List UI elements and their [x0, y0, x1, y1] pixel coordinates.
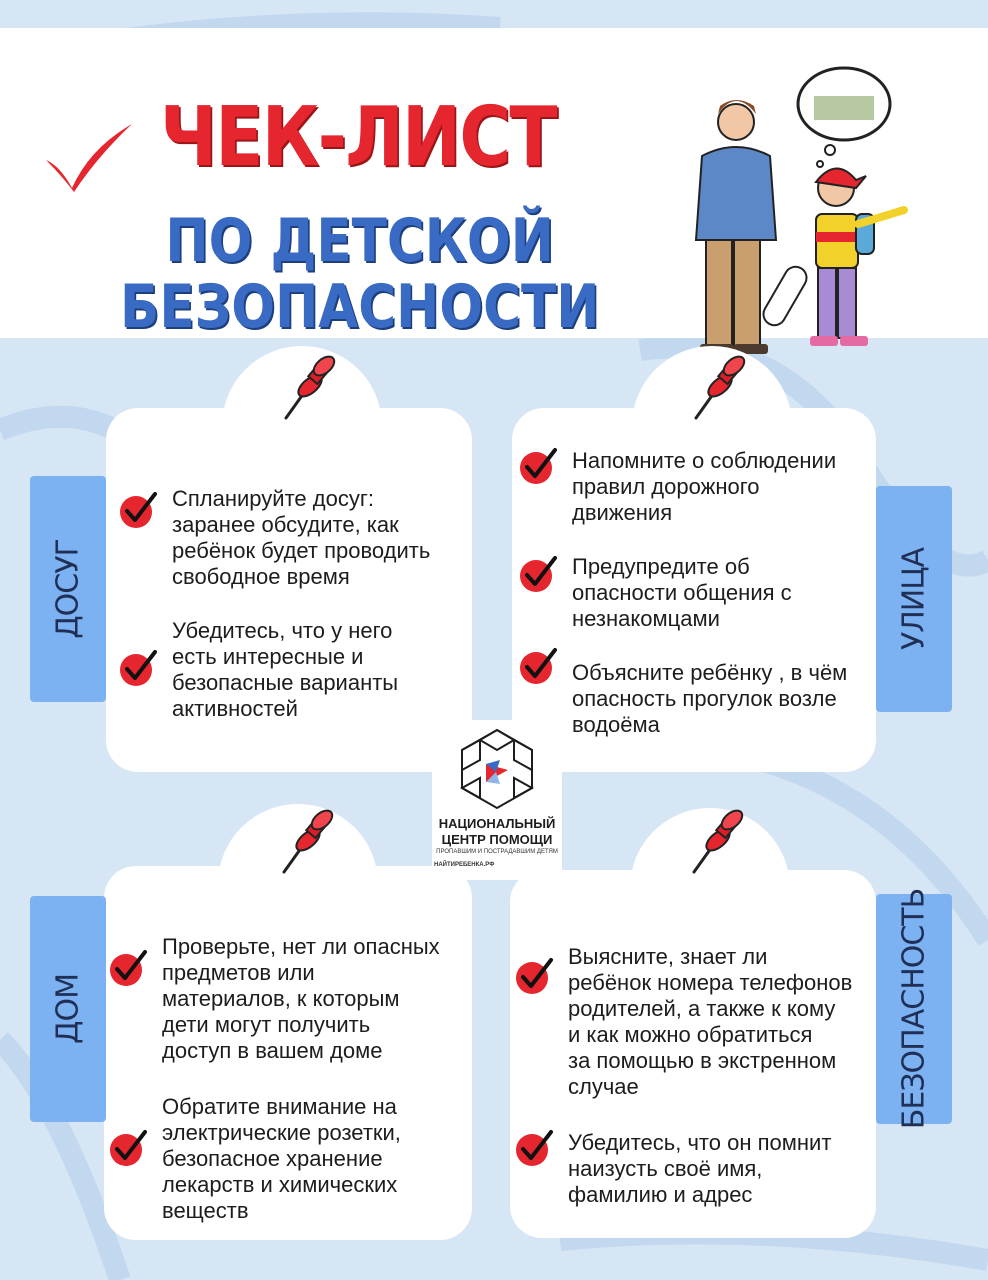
tab-leisure-label: ДОСУГ [50, 539, 86, 639]
tab-safety: БЕЗОПАСНОСТЬ [876, 889, 952, 1129]
tab-street: УЛИЦА [876, 486, 952, 712]
logo-line-1: НАЦИОНАЛЬНЫЙ [438, 816, 556, 831]
list-item-text: Проверьте, нет ли опасных предметов или … [162, 934, 440, 1063]
list-item-text: Предупредите об опасности общения с незн… [572, 554, 792, 631]
list-item-text: Напомните о соблюдении правил дорожного … [572, 448, 837, 525]
check-circle-icon [514, 1128, 554, 1168]
tab-leisure: ДОСУГ [30, 476, 106, 702]
page-subtitle: ПО ДЕТСКОЙ БЕЗОПАСНОСТИ [120, 208, 599, 340]
card-home [104, 804, 472, 1240]
push-pin-icon [686, 806, 746, 876]
logo-website: НАЙТИРЕБЕНКА.РФ [434, 862, 495, 868]
list-item-text: Обратите внимание на электрические розет… [162, 1094, 401, 1223]
list-item-text: Убедитесь, что он помнит наизусть своё и… [568, 1130, 832, 1207]
organization-logo: НАЦИОНАЛЬНЫЙ ЦЕНТР ПОМОЩИ ПРОПАВШИМ И ПО… [432, 720, 562, 880]
list-item-text: Убедитесь, что у него есть интересные и … [172, 618, 399, 721]
logo-line-2: ЦЕНТР ПОМОЩИ [441, 832, 553, 847]
subtitle-line-1: ПО ДЕТСКОЙ [165, 206, 554, 276]
check-circle-icon [518, 554, 558, 594]
hexagon-logo-icon [459, 728, 535, 810]
push-pin-icon [278, 352, 338, 422]
check-circle-icon [108, 1128, 148, 1168]
check-circle-icon [518, 646, 558, 686]
list-item-text: Объясните ребёнку , в чём опасность прог… [572, 660, 848, 737]
adult-and-child-illustration [694, 66, 908, 354]
push-pin-icon [276, 806, 336, 876]
tab-street-label: УЛИЦА [896, 547, 932, 651]
tab-safety-label: БЕЗОПАСНОСТЬ [896, 888, 932, 1130]
check-circle-icon [118, 648, 158, 688]
checkmark-icon [46, 124, 132, 192]
logo-line-3: ПРОПАВШИМ И ПОСТРАДАВШИМ ДЕТЯМ [436, 849, 558, 855]
tab-home: ДОМ [30, 896, 106, 1122]
check-circle-icon [514, 956, 554, 996]
subtitle-line-2: БЕЗОПАСНОСТИ [120, 272, 600, 342]
push-pin-icon [688, 352, 748, 422]
check-circle-icon [518, 446, 558, 486]
list-item-text: Выясните, знает ли ребёнок номера телефо… [568, 944, 853, 1099]
list-item-text: Спланируйте досуг: заранее обсудите, как… [172, 486, 431, 589]
page-title: ЧЕК-ЛИСТ [160, 90, 557, 185]
header: ЧЕК-ЛИСТ ПО ДЕТСКОЙ БЕЗОПАСНОСТИ [0, 28, 988, 354]
card-street [512, 346, 876, 772]
tab-home-label: ДОМ [50, 974, 86, 1044]
check-circle-icon [118, 490, 158, 530]
check-circle-icon [108, 948, 148, 988]
